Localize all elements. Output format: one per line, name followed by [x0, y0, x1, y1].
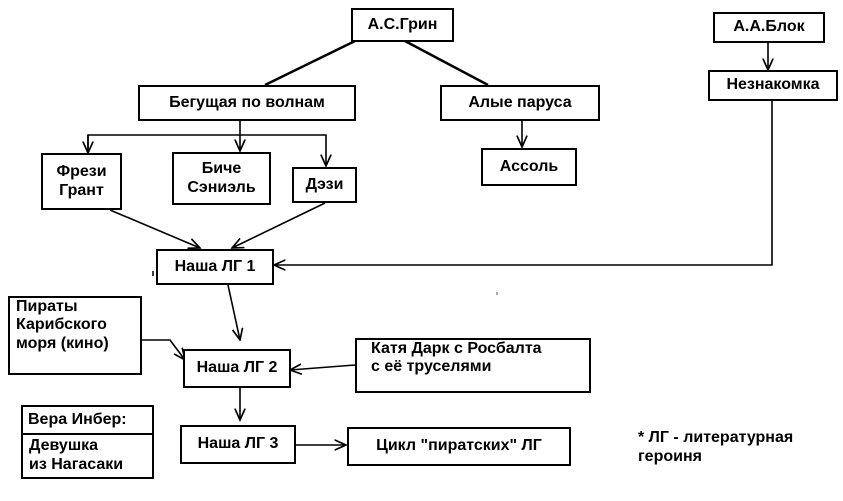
- edge-dezi-lg1: [232, 202, 326, 248]
- node-lg3: Наша ЛГ 3: [180, 425, 296, 464]
- node-cycle: Цикл "пиратских" ЛГ: [347, 427, 571, 466]
- node-vera-divider: [23, 433, 152, 435]
- edge-neznakomka-lg1: [274, 100, 773, 265]
- node-neznakomka: Незнакомка: [708, 70, 838, 101]
- node-katya: Катя Дарк с Росбалта с её труселями: [355, 338, 591, 393]
- node-green: А.С.Грин: [351, 8, 454, 42]
- edge-lg1-lg2: [227, 284, 240, 340]
- edge-green-begushchaya: [264, 39, 356, 87]
- node-frezi: Фрези Грант: [41, 153, 122, 210]
- node-dezi: Дэзи: [292, 167, 357, 203]
- edge-pirates-lg2: [142, 339, 185, 360]
- node-biche: Биче Сэниэль: [172, 152, 271, 205]
- node-begushchaya: Бегущая по волнам: [138, 85, 356, 121]
- node-vera-body: Девушка из Нагасаки: [29, 437, 124, 474]
- node-pirates: Пираты Карибского моря (кино): [8, 296, 142, 375]
- node-lg2: Наша ЛГ 2: [183, 349, 291, 388]
- node-assol: Ассоль: [481, 148, 577, 186]
- node-vera: Вера Инбер: Девушка из Нагасаки: [21, 405, 154, 479]
- node-vera-title: Вера Инбер:: [28, 411, 127, 428]
- edge-frezi-lg1: [109, 209, 200, 248]
- footnote: * ЛГ - литературная героиня: [638, 429, 794, 466]
- node-alye: Алые паруса: [440, 85, 600, 121]
- node-blok: А.А.Блок: [713, 12, 825, 43]
- edge-green-alye: [404, 39, 489, 87]
- node-lg1: Наша ЛГ 1: [156, 249, 274, 285]
- edge-katya-lg2: [290, 365, 356, 370]
